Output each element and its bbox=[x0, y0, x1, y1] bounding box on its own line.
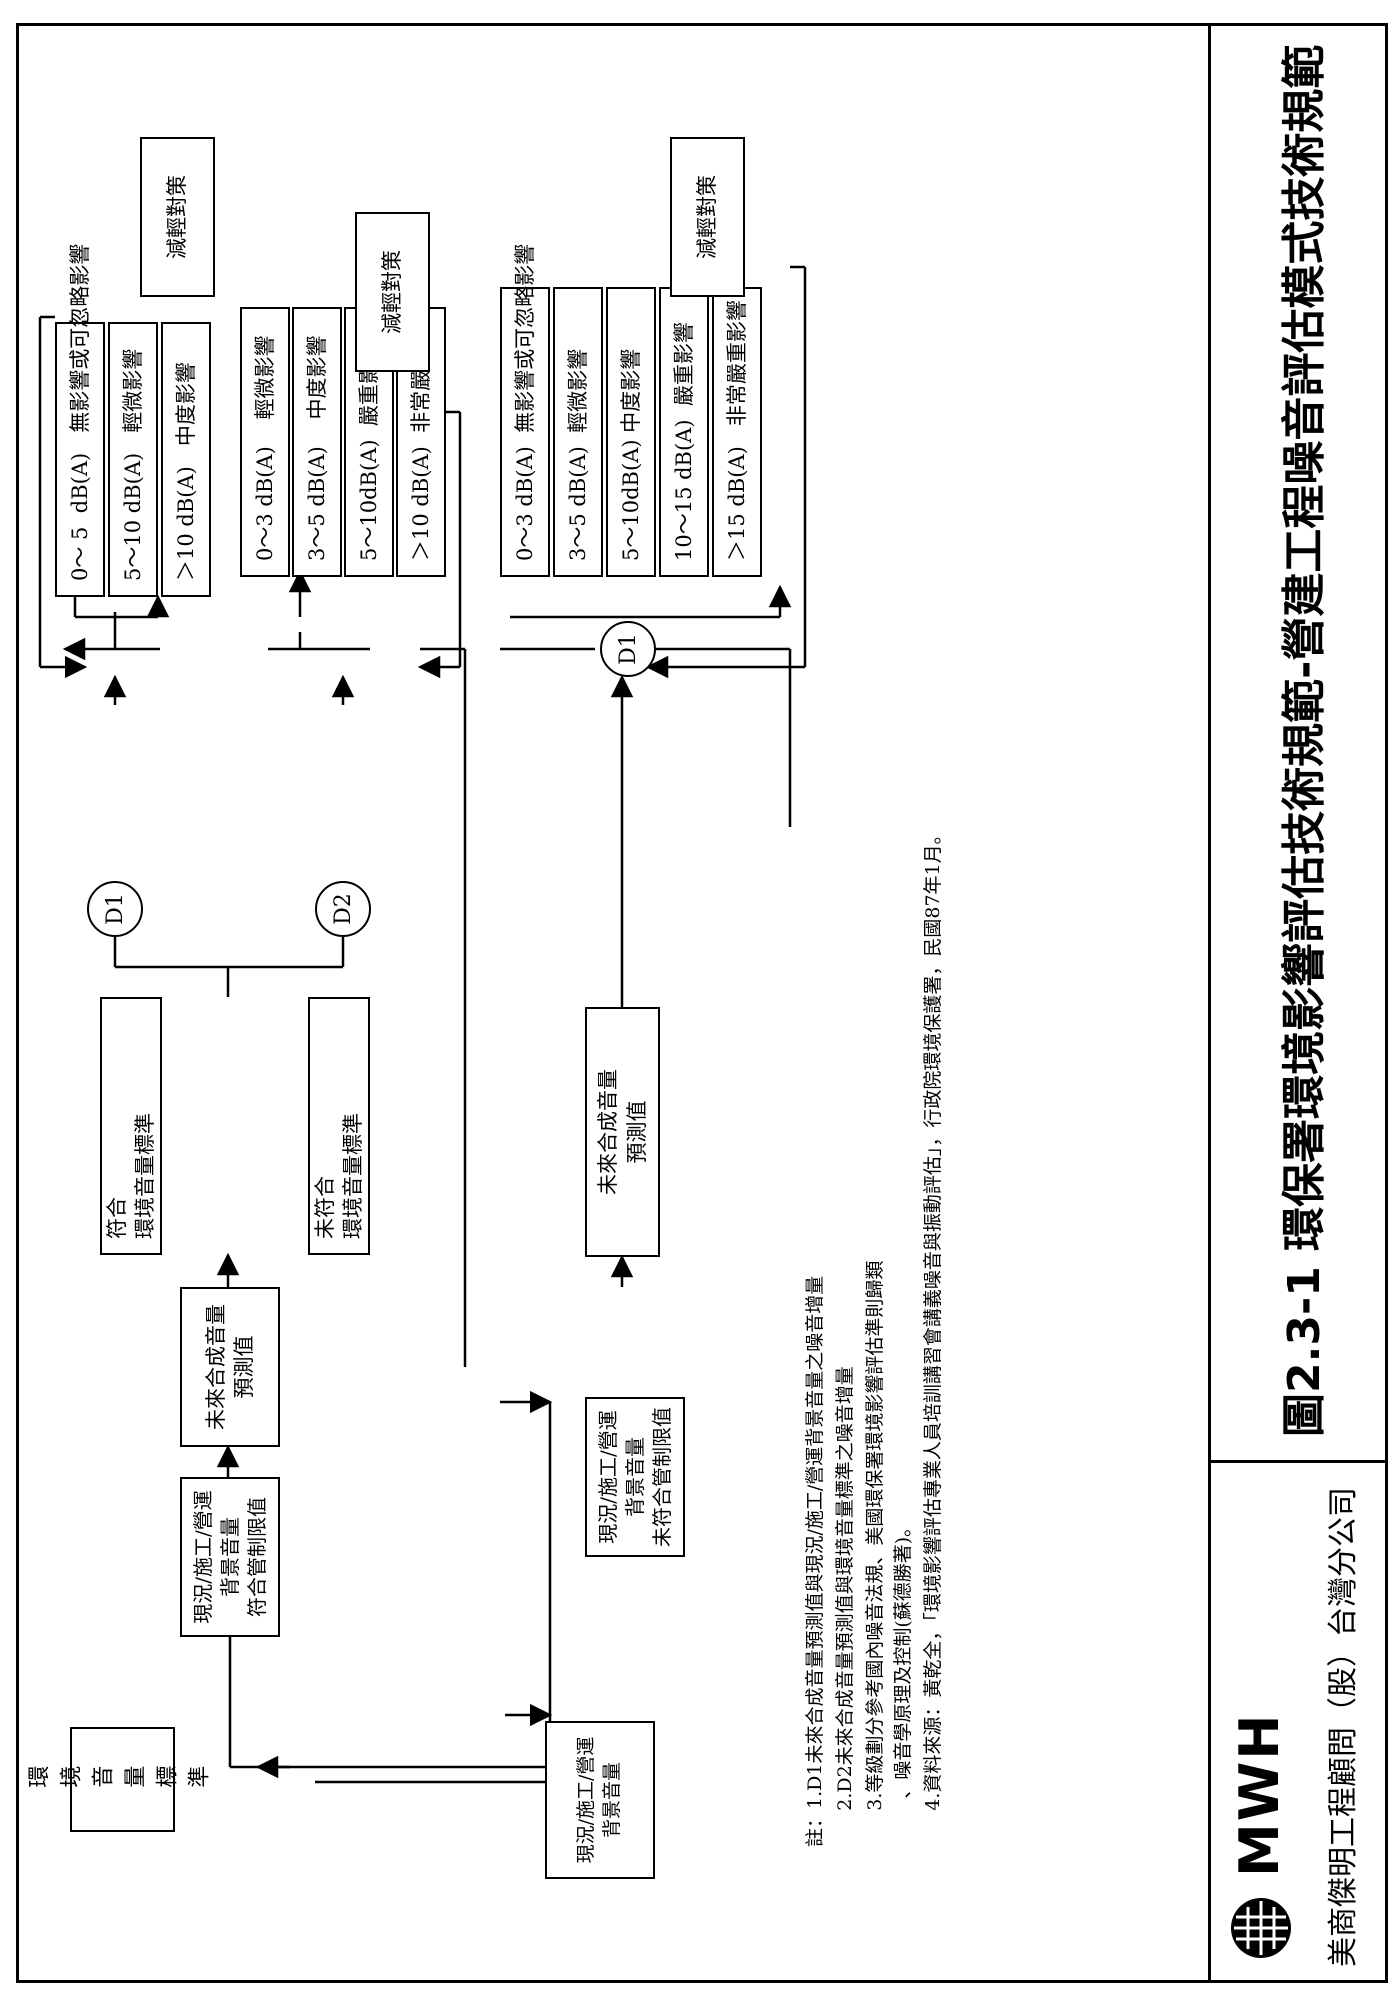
bottom-level-0: 0～3 dB(A) 無影響或可忽略影響 bbox=[500, 287, 550, 577]
figure-title: 圖2.3-1 環保署環境影響評估技術規範-營建工程噪音評估模式技術規範 bbox=[1268, 45, 1332, 1437]
bottom-level-3: 10～15 dB(A) 嚴重影響 bbox=[659, 287, 709, 577]
predicted-volume-box-top: 未來合成音量 預測值 bbox=[180, 1287, 280, 1447]
note-line-1: 註：1.D1未來合成音量預測值與現況/施工/營運背景音量之噪音增量 bbox=[800, 1276, 827, 1847]
background-volume-input-box: 現況/施工/營運 背景音量 bbox=[545, 1721, 655, 1879]
baseline-not-meets-limit-box: 現況/施工/營運 背景音量 未符合管制限值 bbox=[585, 1397, 685, 1557]
company-name: 美商傑明工程顧問（股）台灣分公司 bbox=[1318, 1487, 1362, 1967]
brand-logo-text: MWH bbox=[1228, 1713, 1291, 1878]
bottom-level-4: ＞15 dB(A) 非常嚴重影響 bbox=[712, 287, 762, 577]
d2-level-0: 0～3 dB(A) 輕微影響 bbox=[240, 307, 290, 577]
d2-level-1: 3～5 dB(A) 中度影響 bbox=[292, 307, 342, 577]
note-line-2: 2.D2未來合成音量預測值與環境音量標準之噪音增量 bbox=[830, 1366, 857, 1847]
mitigation-box-3: 減輕對策 bbox=[670, 137, 745, 297]
not-meets-standard-box: 未符合 環境音量標準 bbox=[308, 997, 370, 1255]
d1-level-1: 5～10 dB(A) 輕微影響 bbox=[108, 322, 158, 597]
globe-logo-icon bbox=[1228, 1895, 1294, 1961]
note-line-3: 3.等級劃分參考國內噪音法規、美國環保署環境影響評估準則歸類 bbox=[860, 1261, 887, 1847]
bottom-level-1: 3～5 dB(A) 輕微影響 bbox=[553, 287, 603, 577]
bottom-level-2: 5～10dB(A) 中度影響 bbox=[606, 287, 656, 577]
d2-node: D2 bbox=[315, 881, 371, 937]
d1-node-top: D1 bbox=[87, 881, 143, 937]
note-line-5: 4.資料來源：黃乾全，「環境影響評估專業人員培訓講習會講義噪音與振動評估」，行政… bbox=[918, 825, 945, 1847]
predicted-volume-box-bottom: 未來合成音量 預測值 bbox=[585, 1007, 660, 1257]
env-standard-box: 環境音量標準 bbox=[70, 1727, 175, 1832]
d1-level-0: 0～ 5 dB(A) 無影響或可忽略影響 bbox=[55, 322, 105, 597]
d1-node-bottom: D1 bbox=[600, 621, 656, 677]
meets-standard-box: 符合 環境音量標準 bbox=[100, 997, 162, 1255]
baseline-meets-limit-box: 現況/施工/營運 背景音量 符合管制限值 bbox=[180, 1477, 280, 1637]
mitigation-box-1: 減輕對策 bbox=[140, 137, 215, 297]
mitigation-box-2: 減輕對策 bbox=[355, 212, 430, 372]
note-line-4: 、噪音學原理及控制(蘇德勝著)。 bbox=[888, 1518, 915, 1847]
d1-level-2: ＞10 dB(A) 中度影響 bbox=[161, 322, 211, 597]
